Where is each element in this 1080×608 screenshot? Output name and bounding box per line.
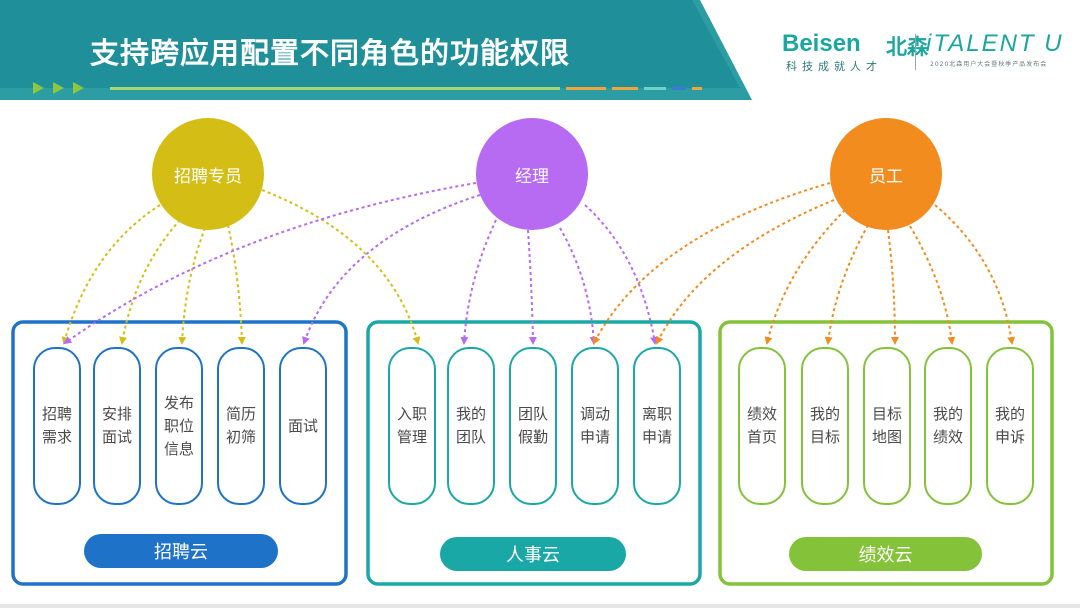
arrow-icon — [73, 82, 84, 94]
perf-cloud-frame — [718, 320, 1054, 586]
italent-logo: iTALENT U — [926, 30, 1064, 57]
module-card: 我的绩效 — [924, 347, 972, 505]
logo-divider — [915, 34, 916, 70]
module-card: 目标地图 — [863, 347, 911, 505]
hr-cloud-frame — [366, 320, 702, 586]
module-card: 入职管理 — [388, 347, 436, 505]
module-card: 发布职位信息 — [155, 347, 203, 505]
module-card: 安排面试 — [93, 347, 141, 505]
role-recruiter: 招聘专员 — [152, 118, 264, 230]
module-card: 离职申请 — [633, 347, 681, 505]
role-employee: 员工 — [830, 118, 942, 230]
footer-divider — [0, 604, 1080, 608]
module-card: 面试 — [279, 347, 327, 505]
module-card: 我的团队 — [447, 347, 495, 505]
beisen-slogan: 科技成就人才 — [786, 60, 882, 73]
module-card: 简历初筛 — [217, 347, 265, 505]
module-card: 团队假勤 — [509, 347, 557, 505]
recruit-cloud-label: 招聘云 — [84, 534, 278, 568]
module-card: 绩效首页 — [738, 347, 786, 505]
perf-cloud-label: 绩效云 — [789, 537, 982, 571]
module-card: 我的目标 — [801, 347, 849, 505]
hr-cloud-label: 人事云 — [440, 537, 626, 571]
arrow-icon — [33, 82, 44, 94]
module-card: 招聘需求 — [33, 347, 81, 505]
italent-logo-subtitle: 2020北森用户大会暨秋季产品发布会 — [930, 61, 1048, 68]
beisen-logo: Beisen — [782, 30, 861, 57]
module-card: 调动申请 — [571, 347, 619, 505]
arrow-icon — [53, 82, 64, 94]
beisen-logo-cn: 北森 — [886, 35, 928, 59]
module-card: 我的申诉 — [986, 347, 1034, 505]
page-title: 支持跨应用配置不同角色的功能权限 — [90, 36, 571, 70]
header-banner — [0, 0, 752, 100]
role-manager: 经理 — [476, 118, 588, 230]
